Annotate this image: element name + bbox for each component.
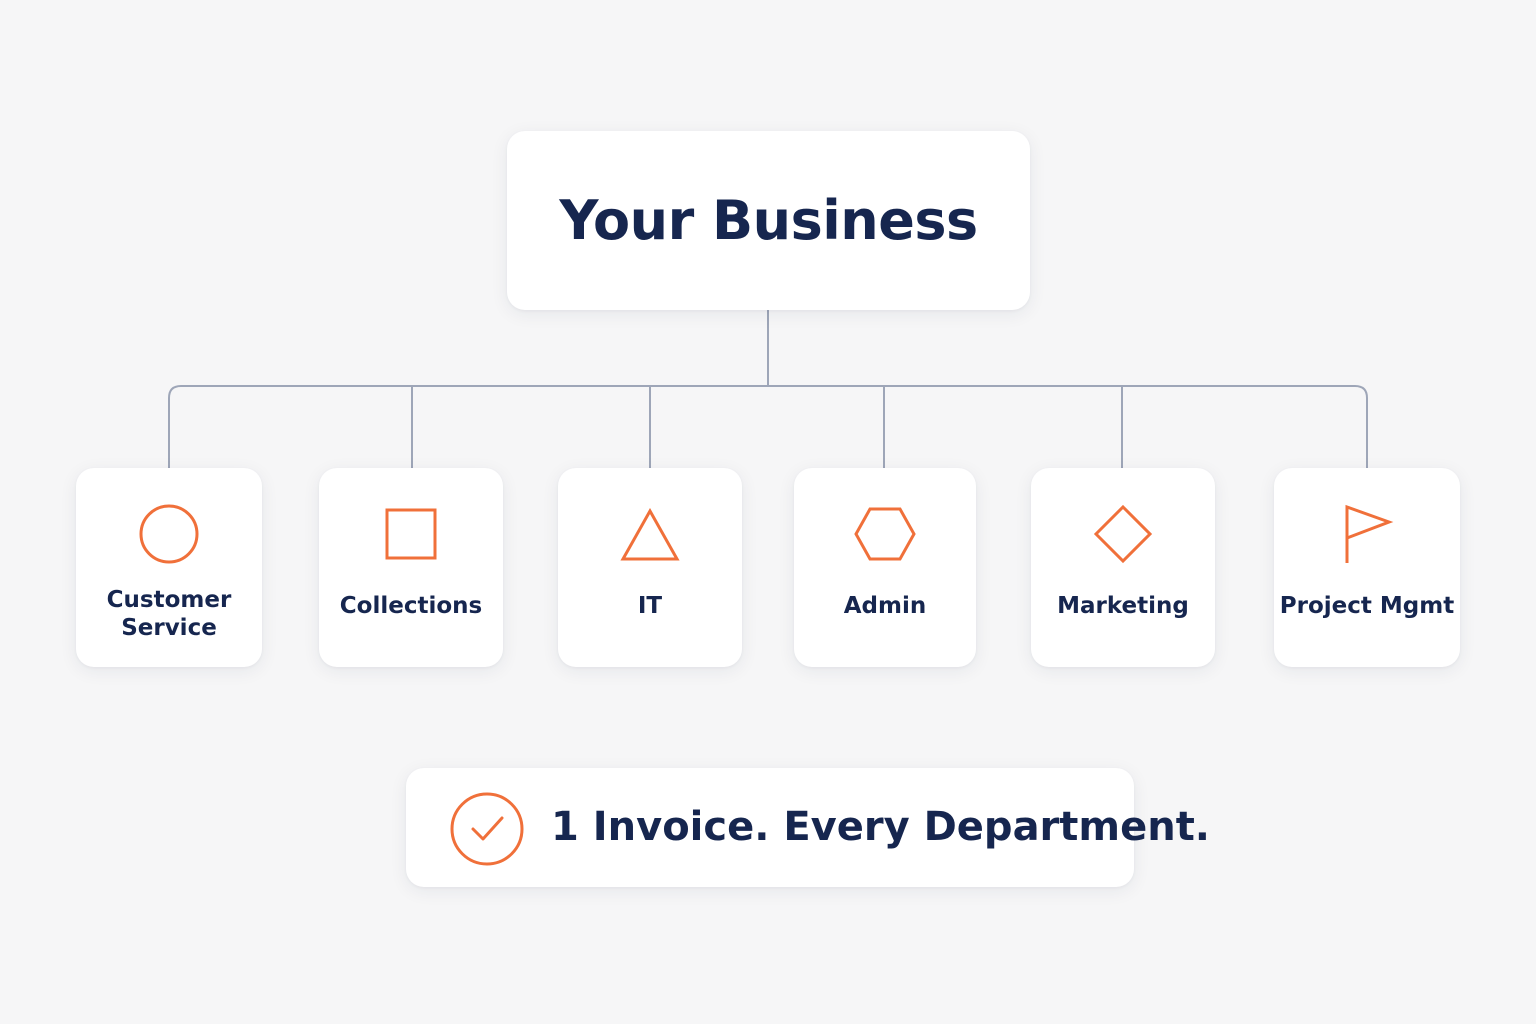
department-card-project-mgmt: Project Mgmt	[1274, 468, 1460, 667]
department-label: Marketing	[1057, 593, 1189, 619]
department-label: Project Mgmt	[1279, 593, 1455, 619]
connector-bus	[168, 385, 1368, 468]
flag-icon	[1345, 504, 1394, 563]
square-icon	[385, 508, 437, 560]
department-card-marketing: Marketing	[1031, 468, 1215, 667]
hexagon-icon	[854, 507, 916, 561]
diamond-icon	[1093, 504, 1153, 564]
check-circle-icon	[450, 792, 524, 866]
summary-banner: 1 Invoice. Every Department.	[406, 768, 1210, 887]
department-label: Collections	[339, 593, 483, 619]
department-label: Admin	[843, 593, 927, 619]
department-card-customer-service: Customer Service	[76, 468, 262, 667]
circle-icon	[139, 504, 199, 564]
department-label: IT	[637, 593, 663, 619]
triangle-icon	[620, 507, 680, 561]
department-card-it: IT	[558, 468, 742, 667]
root-node: Your Business	[507, 131, 1030, 310]
root-title: Your Business	[559, 189, 978, 252]
department-card-collections: Collections	[319, 468, 503, 667]
department-label: Customer Service	[106, 587, 232, 641]
banner-text: 1 Invoice. Every Department.	[551, 804, 1211, 850]
department-card-admin: Admin	[794, 468, 976, 667]
